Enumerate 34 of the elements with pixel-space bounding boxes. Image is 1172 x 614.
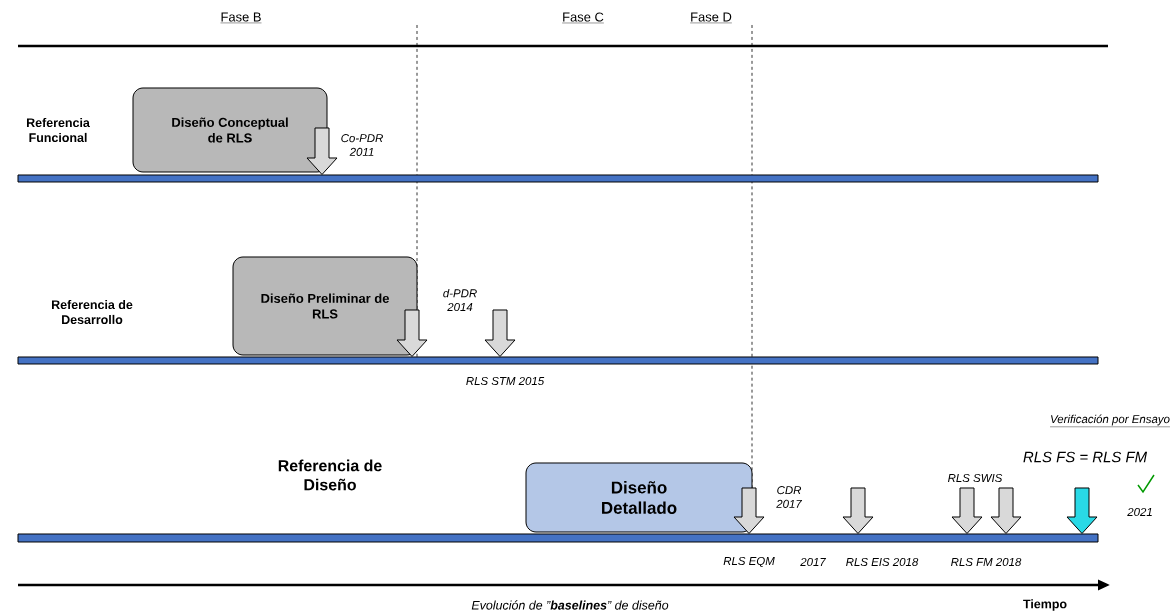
- milestone-arrow: [484, 309, 516, 357]
- milestone-label: RLS FM 2018: [951, 557, 1022, 567]
- stage-box: Diseño Detallado: [525, 462, 753, 533]
- milestone-label: RLS EIS 2018: [846, 557, 919, 567]
- milestone-label: 2021: [1127, 507, 1152, 517]
- baseline-bar: [17, 356, 1099, 365]
- milestone-arrow: [396, 309, 428, 357]
- baseline-bar: [17, 533, 1099, 543]
- baseline-label: Referencia Funcional: [27, 117, 90, 143]
- milestone-label: Evolución de ”baselines” de diseño: [471, 600, 669, 610]
- milestone-label: Co-PDR 2011: [341, 134, 383, 156]
- stage-box: Diseño Preliminar de RLS: [232, 256, 418, 356]
- milestone-arrow: [306, 127, 338, 175]
- phase-label: Fase D: [689, 12, 733, 24]
- milestone-label: RLS FS = RLS FM: [1023, 451, 1148, 463]
- milestone-label: RLS STM 2015: [466, 376, 545, 386]
- milestone-arrow: [842, 487, 874, 534]
- milestone-label: RLS SWIS: [948, 473, 1003, 483]
- milestone-label: RLS EQM: [723, 556, 775, 568]
- milestone-label: 2017: [800, 557, 827, 567]
- milestone-arrow: [733, 487, 765, 534]
- milestone-label: d-PDR 2014: [443, 288, 477, 312]
- phase-label: Fase C: [561, 12, 605, 24]
- milestone-arrow: [990, 487, 1022, 534]
- baseline-bar: [17, 174, 1099, 183]
- baseline-label: Referencia de Desarrollo: [52, 299, 133, 325]
- milestone-arrow: [951, 487, 983, 534]
- baseline-label: Referencia de Diseño: [278, 459, 382, 491]
- milestone-arrow: [1066, 487, 1098, 534]
- milestone-label: Verificación por Ensayo: [1049, 414, 1171, 427]
- milestone-label: CDR 2017: [776, 486, 803, 508]
- stage-box: Diseño Conceptual de RLS: [132, 87, 328, 173]
- baseline-label: Tiempo: [1023, 599, 1067, 611]
- phase-label: Fase B: [220, 12, 262, 24]
